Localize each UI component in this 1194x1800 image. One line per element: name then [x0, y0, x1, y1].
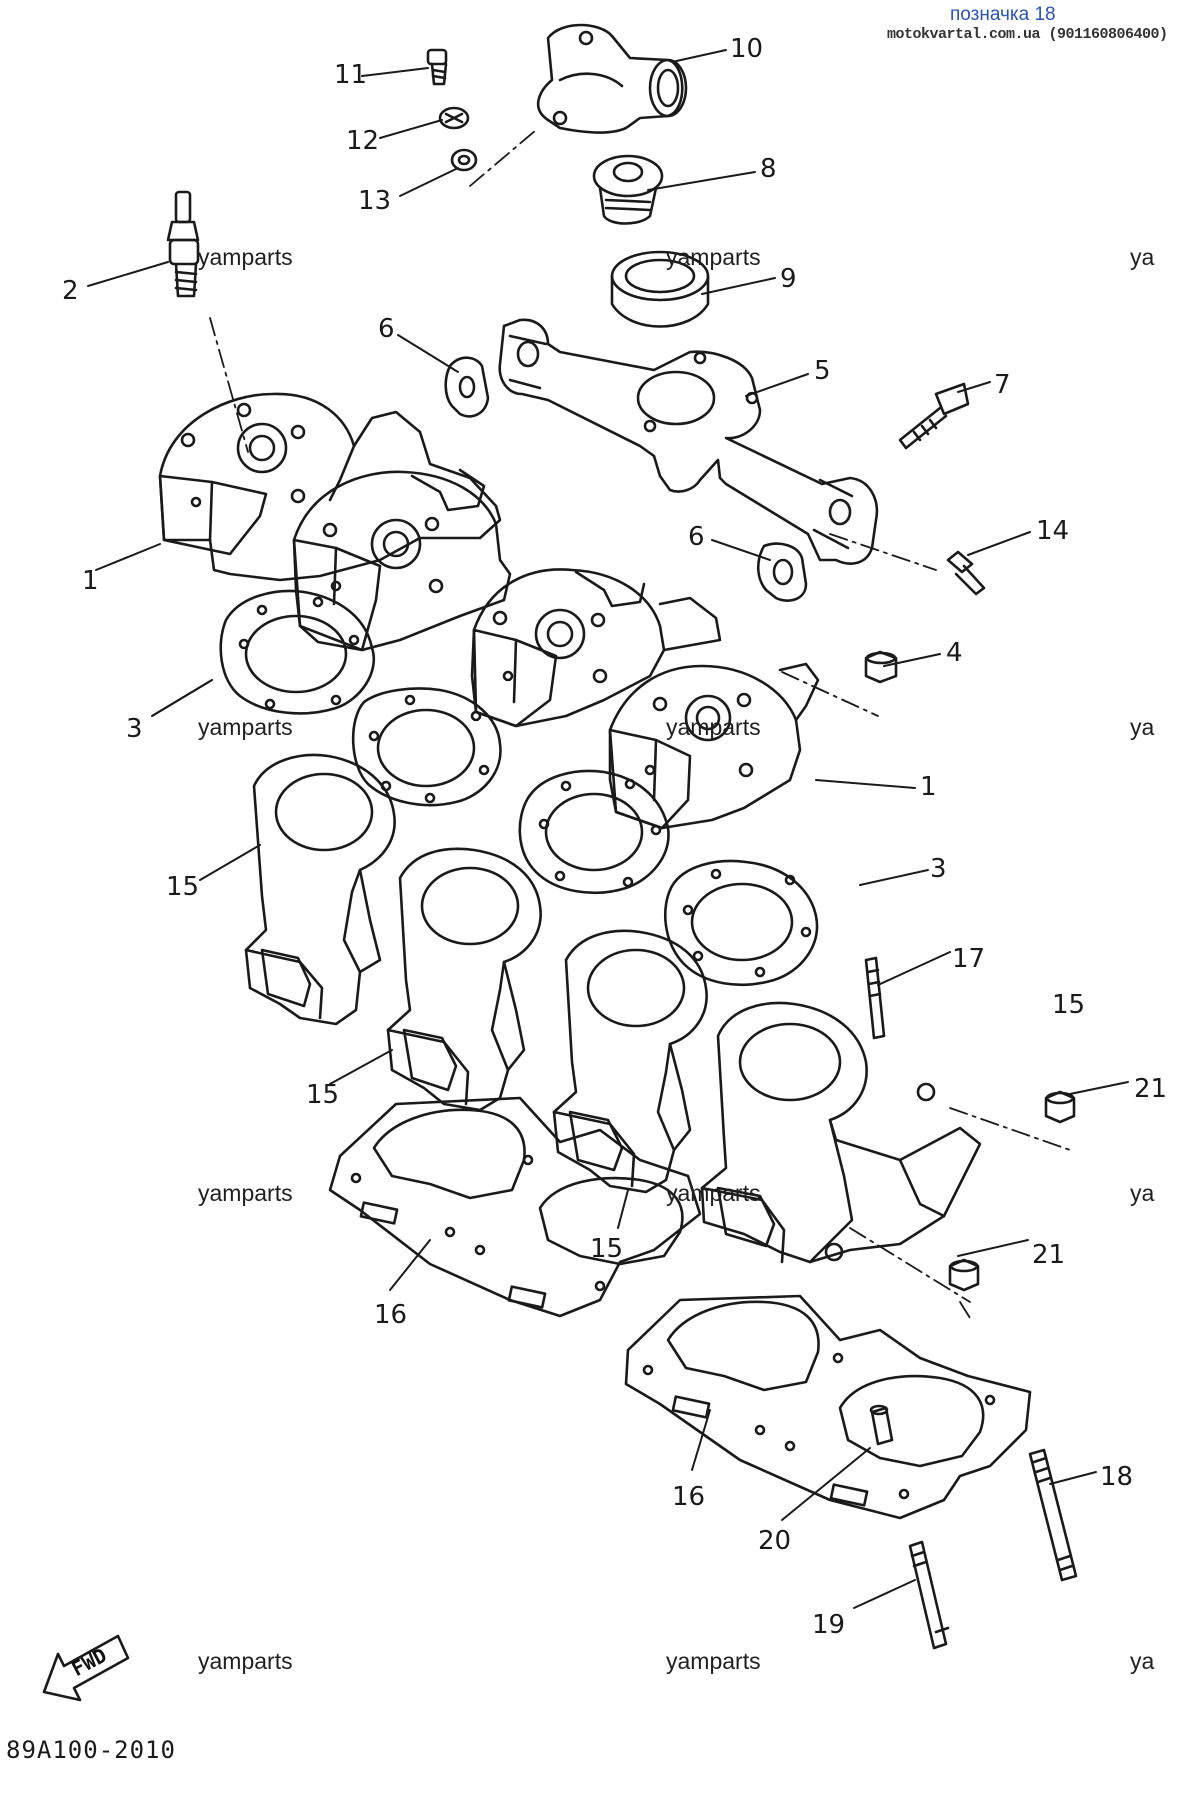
- callout-14: 14: [1036, 516, 1070, 546]
- callout-6-upper: 6: [378, 314, 395, 344]
- callout-21-lower: 21: [1032, 1240, 1066, 1270]
- cylinder-head-1-rear: [158, 392, 502, 582]
- thermostat-8: [592, 154, 664, 225]
- dowel-20: [869, 1404, 894, 1446]
- head-gasket-3-upper-row: [219, 589, 502, 807]
- watermark: yamparts: [666, 714, 761, 740]
- watermark: yamparts: [198, 244, 293, 270]
- cylinder-15-second: [386, 847, 542, 1112]
- callout-9: 9: [780, 264, 797, 294]
- callout-1-front: 1: [920, 772, 937, 802]
- gasket-6-lower: [756, 542, 808, 602]
- callout-3-upper: 3: [126, 714, 143, 744]
- callout-11: 11: [334, 60, 368, 90]
- cylinder-15-third: [552, 929, 708, 1194]
- cylinder-15-rear: [244, 753, 396, 1026]
- temperature-sensor-2: [166, 190, 200, 298]
- callout-18: 18: [1100, 1462, 1134, 1492]
- cylinder-head-1-second: [292, 468, 512, 652]
- alignment-lines: [209, 129, 1071, 1319]
- watermark-partial: ya: [1130, 714, 1155, 740]
- callout-13: 13: [358, 186, 392, 216]
- leader-lines: [87, 49, 1129, 1609]
- callout-1-rear: 1: [82, 566, 99, 596]
- washer-13: [450, 148, 478, 172]
- header-site: motokvartal.com.ua (901160806400): [887, 26, 1168, 43]
- cylinder-head-1-front: [608, 662, 820, 830]
- callout-12: 12: [346, 126, 380, 156]
- cylinder-head-1-third: [470, 568, 722, 728]
- watermark-partial: ya: [1130, 1180, 1155, 1206]
- callout-15-second: 15: [306, 1080, 340, 1110]
- washer-12: [438, 106, 470, 130]
- callout-10: 10: [730, 34, 764, 64]
- water-manifold-5: [498, 318, 879, 565]
- callout-7: 7: [994, 370, 1011, 400]
- callout-5: 5: [814, 356, 831, 386]
- bolt-14: [946, 550, 986, 596]
- callout-17: 17: [952, 944, 986, 974]
- callout-20: 20: [758, 1526, 792, 1556]
- callout-21-upper: 21: [1134, 1074, 1168, 1104]
- thermostat-cover-10: [536, 23, 688, 134]
- callout-15-rear: 15: [166, 872, 200, 902]
- watermark: yamparts: [666, 1180, 761, 1206]
- document-number: 89A100-2010: [6, 1736, 176, 1764]
- bolt-11: [426, 48, 448, 86]
- callout-8: 8: [760, 154, 777, 184]
- callout-2: 2: [62, 276, 79, 306]
- watermark: yamparts: [666, 244, 761, 270]
- nut-21-upper: [1044, 1090, 1076, 1124]
- callout-15-third: 15: [590, 1234, 624, 1264]
- callout-16-upper: 16: [374, 1300, 408, 1330]
- callout-6-lower: 6: [688, 522, 705, 552]
- watermark-partial: ya: [1130, 1648, 1155, 1674]
- fwd-arrow-icon: [42, 1634, 130, 1702]
- cylinder-15-front: [700, 1001, 982, 1264]
- gasket-6-upper: [444, 356, 490, 418]
- callout-4: 4: [946, 638, 963, 668]
- seal-ring-9: [610, 250, 710, 328]
- watermark: yamparts: [666, 1648, 761, 1674]
- watermark: yamparts: [198, 714, 293, 740]
- head-gasket-3-lower-row: [518, 769, 819, 986]
- stud-19: [908, 1540, 950, 1650]
- base-gasket-16-upper: [328, 1096, 702, 1318]
- bolt-7: [898, 382, 970, 450]
- header-tag: позначка 18: [950, 4, 1056, 25]
- watermark: yamparts: [198, 1648, 293, 1674]
- base-gasket-16-lower: [624, 1294, 1032, 1520]
- callout-16-lower: 16: [672, 1482, 706, 1512]
- stud-18: [1028, 1448, 1078, 1582]
- nut-4: [864, 650, 898, 684]
- callout-15-front: 15: [1052, 990, 1086, 1020]
- callout-3-lower: 3: [930, 854, 947, 884]
- watermark-partial: ya: [1130, 244, 1155, 270]
- callout-19: 19: [812, 1610, 846, 1640]
- stud-17: [864, 956, 886, 1040]
- nut-21-lower: [948, 1258, 980, 1292]
- watermark: yamparts: [198, 1180, 293, 1206]
